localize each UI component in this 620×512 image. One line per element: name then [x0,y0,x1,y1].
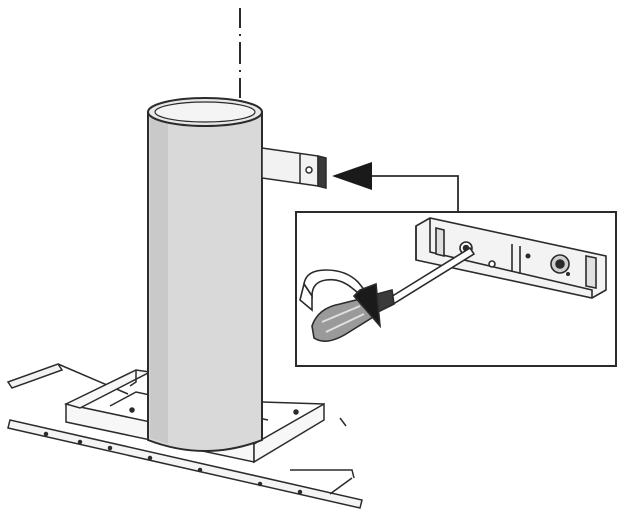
hood-canopy [6,363,363,509]
detail-inset [295,211,617,367]
support-bracket [261,147,327,189]
screwdriver [311,246,476,342]
rotation-arrow-icon [299,269,382,329]
callout-arrow [332,162,459,212]
chimney-duct [147,97,263,452]
